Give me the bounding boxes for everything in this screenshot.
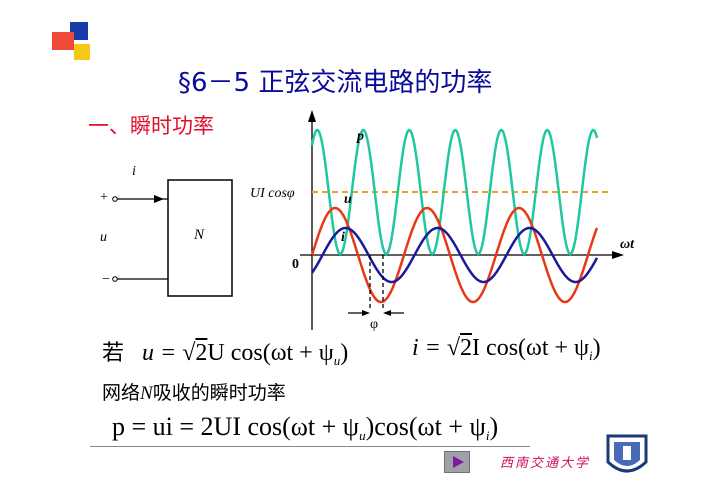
phase-label: φ (370, 317, 378, 332)
series-u-label: u (344, 192, 352, 207)
page-title: §6－5 正弦交流电路的功率 (178, 68, 493, 98)
formula-underline (90, 446, 530, 447)
voltage-label: u (100, 230, 107, 245)
play-icon (453, 456, 464, 468)
series-p-line (310, 128, 599, 256)
minus-label: − (102, 272, 110, 287)
current-formula: i = √2I cos(ωt + ψi) (412, 335, 601, 363)
series-i-label: i (341, 230, 345, 245)
plus-label: + (100, 190, 108, 205)
section-heading: 一、瞬时功率 (88, 114, 214, 138)
university-name: 西南交通大学 (500, 456, 591, 471)
voltage-formula: 若 u = √2U cos(ωt + ψu) (102, 340, 349, 368)
series-i-line (310, 226, 599, 284)
network-box-label: N (193, 227, 205, 243)
current-label: i (132, 164, 136, 179)
origin-label: 0 (292, 257, 299, 272)
network-power-text: 网络N吸收的瞬时功率 (102, 382, 286, 404)
x-axis-label: ωt (620, 237, 635, 252)
instant-power-formula: p = ui = 2UI cos(ωt + ψu)cos(ωt + ψi) (112, 412, 499, 443)
dc-level-label: UI cosφ (250, 186, 295, 201)
series-p-label: p (356, 129, 364, 144)
series-u-line (310, 206, 599, 304)
university-seal-icon (606, 434, 648, 473)
play-button[interactable] (444, 451, 470, 473)
if-text: 若 (102, 341, 125, 366)
circuit-diagram: i + u − N (100, 164, 233, 297)
decorative-logo-squares (52, 22, 90, 60)
